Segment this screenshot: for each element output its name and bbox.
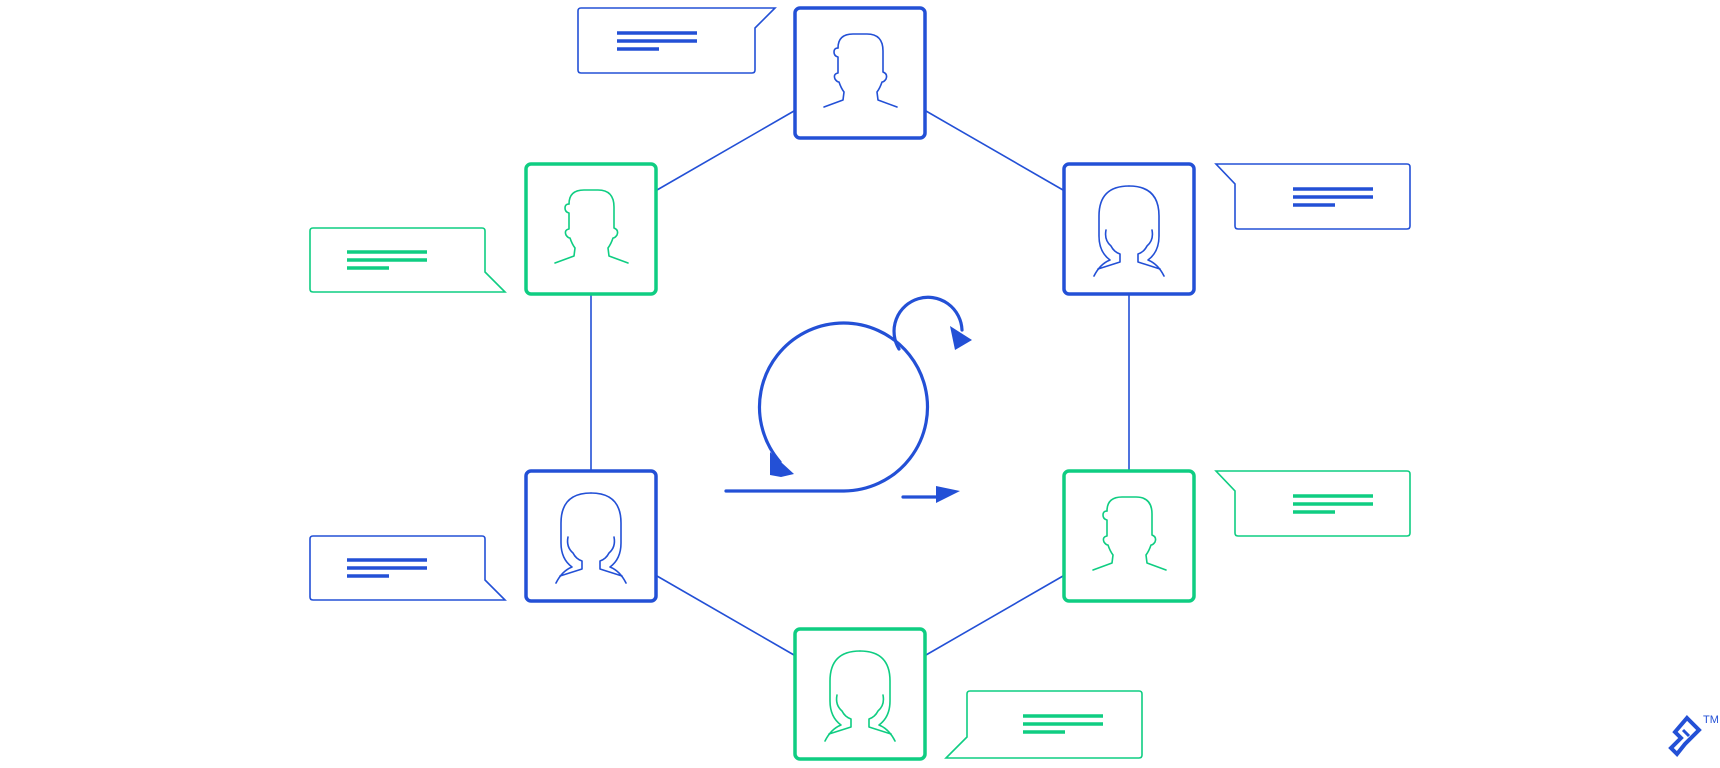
connection-m3-m4 (925, 575, 1064, 656)
member-m5 (524, 469, 658, 603)
connection-m1-m2 (925, 110, 1064, 191)
member-m1 (793, 6, 927, 140)
speech-bubble-m4 (944, 690, 1143, 759)
member-m4 (793, 627, 927, 761)
connection-m4-m5 (656, 575, 795, 656)
member-frame (524, 469, 658, 603)
toptal-logo-icon (1668, 715, 1702, 757)
member-m6 (524, 162, 658, 296)
trademark-label: TM (1703, 714, 1719, 726)
speech-bubble-m3 (1214, 470, 1411, 537)
speech-bubble-m1 (577, 7, 777, 74)
member-m2 (1062, 162, 1196, 296)
member-frame (1062, 162, 1196, 296)
member-frame (1062, 469, 1196, 603)
connection-m6-m1 (656, 110, 795, 191)
speech-bubble-m6 (309, 227, 507, 293)
speech-bubble-m5 (309, 535, 507, 601)
member-frame (524, 162, 658, 296)
member-frame (793, 627, 927, 761)
member-m3 (1062, 469, 1196, 603)
member-frame (793, 6, 927, 140)
iteration-cycle-icon (724, 295, 972, 503)
connection-lines (590, 110, 1130, 656)
speech-bubble-m2 (1214, 163, 1411, 230)
